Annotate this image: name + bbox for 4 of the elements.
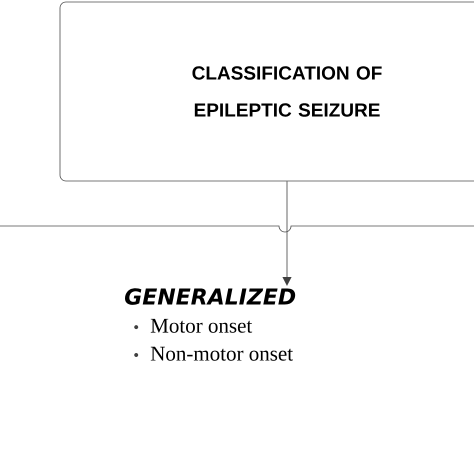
heading: GENERALIZED (125, 288, 296, 305)
bullet-item: Non-motor onset (150, 346, 293, 361)
bullet-item: Motor onset (150, 318, 252, 333)
title-box: CLASSIFICATION OF EPILEPTIC SEIZURE (60, 2, 474, 182)
